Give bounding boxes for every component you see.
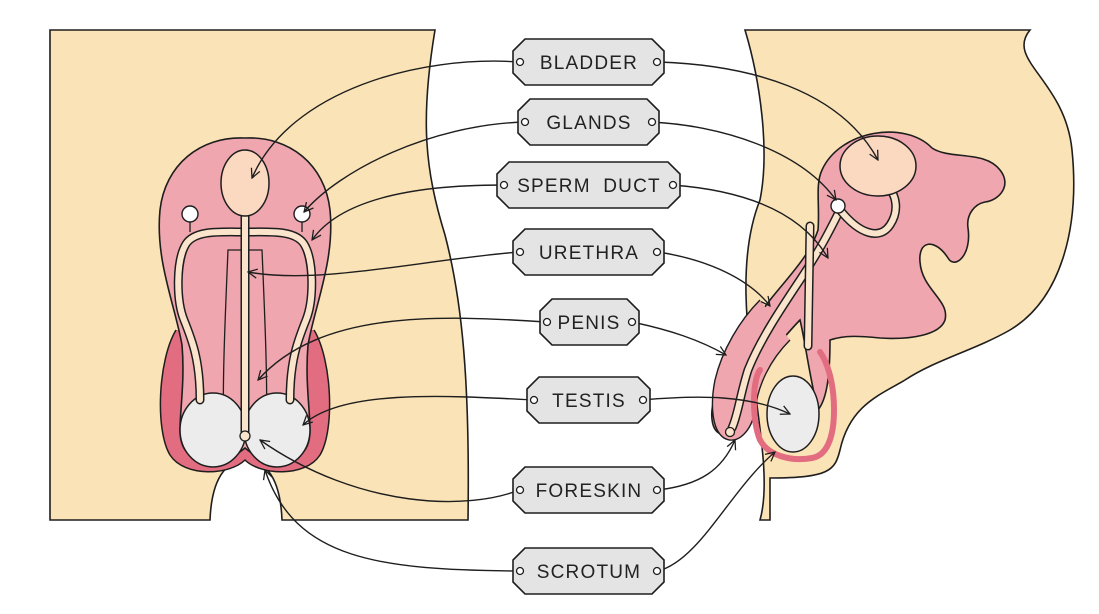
front-view	[49, 29, 470, 521]
front-testis-right	[243, 392, 311, 468]
arrow-scrotum-front	[265, 470, 520, 572]
side-testis	[766, 375, 820, 453]
arrow-glands-front	[304, 121, 525, 212]
side-view	[710, 29, 1075, 521]
label-urethra-text: URETHRA	[539, 243, 639, 264]
label-glands: GLANDS	[517, 98, 660, 146]
side-scrotum	[751, 349, 838, 462]
label-sperm-duct-text: SPERM DUCT	[517, 176, 661, 197]
arrow-scrotum-side	[657, 452, 775, 572]
label-glands-text: GLANDS	[546, 113, 631, 134]
arrow-urethra-front	[248, 251, 520, 276]
arrow-urethra-side	[657, 251, 770, 306]
arrow-testis-front	[303, 395, 534, 425]
label-penis: PENIS	[539, 298, 640, 346]
arrow-sperm-duct-front	[312, 184, 504, 240]
side-bladder	[839, 135, 917, 197]
label-scrotum: SCROTUM	[512, 547, 665, 595]
label-foreskin-text: FORESKIN	[536, 481, 643, 502]
label-testis: TESTIS	[526, 376, 651, 424]
label-bladder: BLADDER	[512, 38, 665, 86]
label-testis-text: TESTIS	[552, 391, 626, 412]
arrow-testis-side	[641, 396, 790, 414]
arrow-foreskin-side	[657, 440, 735, 491]
arrow-penis-front	[258, 317, 547, 380]
arrow-glands-side	[649, 121, 836, 200]
front-urethra-opening	[239, 430, 251, 442]
connector-arrows	[248, 60, 878, 572]
label-urethra: URETHRA	[512, 228, 665, 276]
arrow-bladder-front	[252, 60, 520, 178]
label-scrotum-text: SCROTUM	[537, 562, 641, 583]
label-foreskin: FORESKIN	[512, 466, 665, 514]
label-sperm-duct: SPERM DUCT	[496, 161, 681, 209]
side-gland	[830, 198, 846, 214]
arrow-sperm-duct-side	[671, 184, 828, 258]
arrow-bladder-side	[657, 61, 878, 160]
side-urethra-opening	[724, 426, 736, 438]
arrow-penis-side	[631, 321, 726, 355]
arrow-foreskin-front	[260, 440, 520, 503]
front-testis-left	[179, 392, 247, 468]
front-gland-left	[181, 205, 199, 223]
label-penis-text: PENIS	[557, 313, 620, 334]
label-bladder-text: BLADDER	[540, 53, 638, 74]
